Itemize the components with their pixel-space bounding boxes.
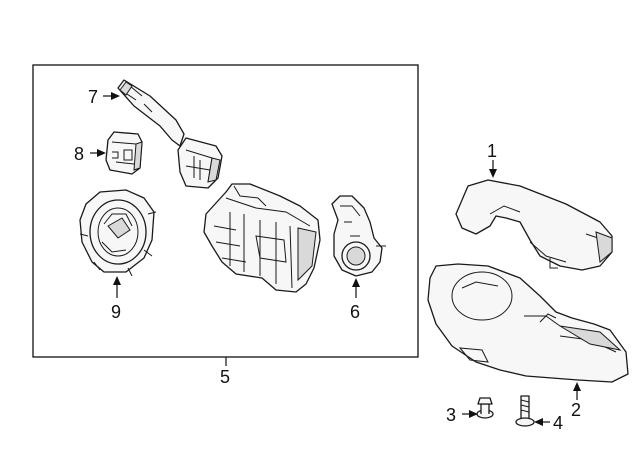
callout-5: 5 [220, 367, 230, 387]
callout-2: 2 [571, 400, 581, 420]
part-6-bracket [331, 195, 386, 277]
callout-9: 9 [111, 302, 121, 322]
callout-1: 1 [487, 141, 497, 161]
part-2-lower-shroud [427, 263, 629, 383]
callout-3: 3 [446, 405, 456, 425]
callout-7: 7 [88, 87, 98, 107]
part-7-switch-stalk [117, 79, 223, 189]
callout-8: 8 [74, 144, 84, 164]
part-1-upper-shroud [455, 179, 613, 271]
steering-column-module [203, 183, 321, 293]
callout-6: 6 [350, 302, 360, 322]
part-9-clockspring [79, 189, 157, 277]
part-8-switch-module [105, 131, 143, 175]
callout-4: 4 [553, 413, 563, 433]
part-3-screw [476, 397, 494, 419]
part-4-bolt [515, 395, 535, 427]
